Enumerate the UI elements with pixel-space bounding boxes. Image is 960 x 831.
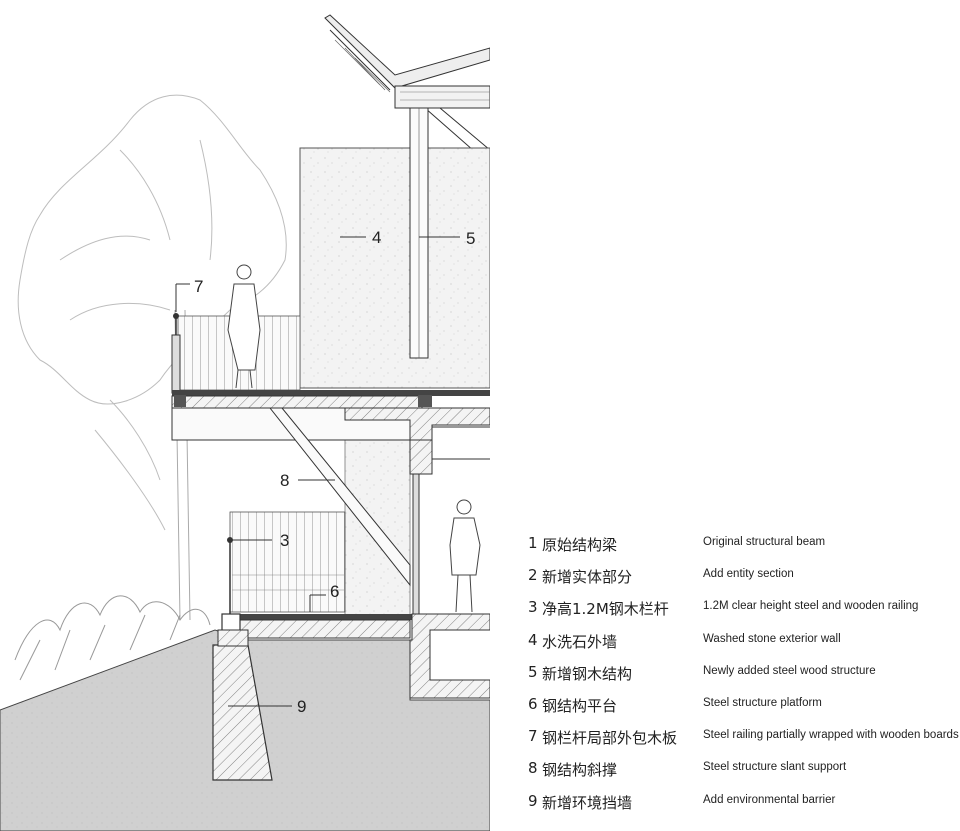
callout-3: 3 — [280, 531, 289, 550]
legend-label-en: Add environmental barrier — [703, 793, 836, 806]
slant-support — [268, 407, 411, 587]
legend-number: 9 — [528, 791, 538, 810]
legend-label-en: Original structural beam — [703, 536, 826, 548]
legend-number: 2 — [528, 566, 538, 585]
entity-section — [409, 439, 433, 475]
callout-6: 6 — [330, 582, 339, 601]
legend-item: 5 新增钢木结构 Newly added steel wood structur… — [528, 663, 960, 695]
right-foundation — [409, 613, 490, 699]
legend-label-cn: 水洗石外墙 — [542, 632, 618, 651]
legend-label-cn: 钢结构斜撑 — [542, 761, 618, 780]
legend-number: 4 — [528, 630, 538, 649]
legend-item: 4 水洗石外墙 Washed stone exterior wall — [528, 631, 960, 663]
legend-item: 1 原始结构梁 Original structural beam — [528, 534, 960, 566]
lower-platform — [221, 613, 412, 639]
legend-item: 7 钢栏杆局部外包木板 Steel railing partially wrap… — [528, 727, 960, 759]
legend-label-en: 1.2M clear height steel and wooden raili… — [703, 600, 919, 613]
legend-label-en: Steel railing partially wrapped with woo… — [703, 729, 959, 742]
legend-number: 7 — [528, 727, 538, 746]
roof — [324, 14, 490, 166]
legend-item: 6 钢结构平台 Steel structure platform — [528, 695, 960, 727]
legend-item: 2 新增实体部分 Add entity section — [528, 566, 960, 598]
legend-label-cn: 钢结构平台 — [542, 696, 618, 715]
legend-item: 9 新增环境挡墙 Add environmental barrier — [528, 792, 960, 824]
stone-wall-upper — [299, 147, 490, 389]
legend-number: 8 — [528, 759, 538, 778]
legend-number: 3 — [528, 598, 538, 617]
legend-label-en: Washed stone exterior wall — [703, 632, 841, 645]
callout-5: 5 — [466, 229, 475, 248]
section-drawing: 1 2 3 4 5 6 7 8 9 — [0, 14, 490, 831]
legend-label-cn: 新增钢木结构 — [542, 664, 633, 683]
legend-label-en: Steel structure platform — [703, 696, 822, 709]
callout-9: 9 — [297, 697, 306, 716]
legend-item: 3 净高1.2M钢木栏杆 1.2M clear height steel and… — [528, 598, 960, 630]
legend-label-cn: 原始结构梁 — [542, 536, 618, 554]
legend-label-en: Add entity section — [703, 568, 794, 581]
legend-label-en: Newly added steel wood structure — [703, 664, 876, 677]
lower-railing-boards — [229, 511, 346, 613]
callout-8: 8 — [280, 471, 289, 490]
legend-number: 6 — [528, 694, 538, 713]
legend-number: 1 — [528, 534, 538, 552]
person-upper — [227, 264, 261, 389]
callout-4: 4 — [372, 228, 381, 247]
legend-label-cn: 钢栏杆局部外包木板 — [542, 729, 678, 748]
legend-label-cn: 新增环境挡墙 — [542, 793, 633, 812]
legend-label-en: Steel structure slant support — [703, 761, 847, 774]
legend: 1 原始结构梁 Original structural beam 2 新增实体部… — [528, 534, 960, 824]
legend-label-cn: 净高1.2M钢木栏杆 — [542, 600, 669, 619]
person-lower — [449, 499, 481, 613]
legend-item: 8 钢结构斜撑 Steel structure slant support — [528, 759, 960, 791]
tree — [17, 94, 287, 621]
legend-number: 5 — [528, 662, 538, 681]
leader-lines — [175, 236, 490, 707]
upper-railing-post — [171, 334, 181, 394]
shrubs — [14, 595, 211, 681]
legend-label-cn: 新增实体部分 — [542, 568, 633, 587]
callout-7: 7 — [194, 277, 203, 296]
